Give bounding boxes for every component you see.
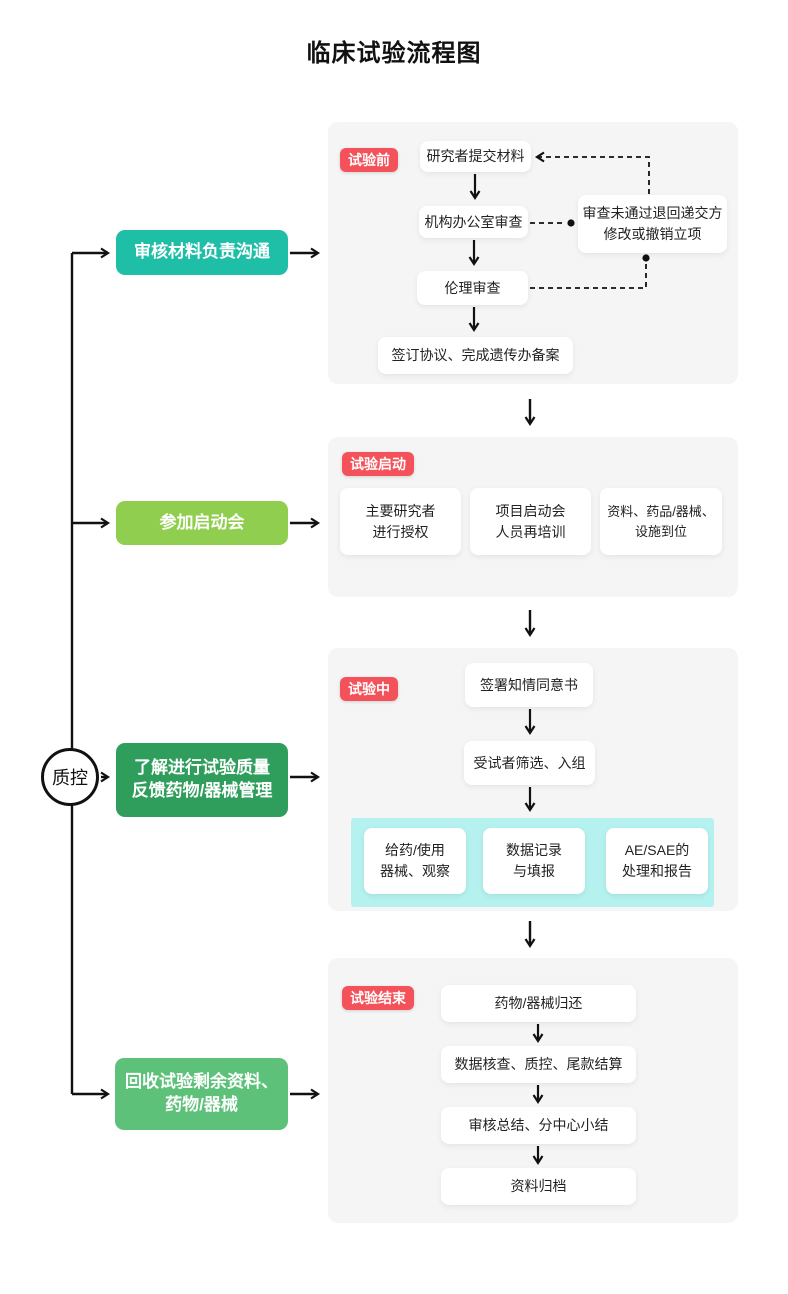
qc-circle-label: 质控 [52,768,88,788]
node-kickoff-training: 项目启动会 人员再培训 [470,488,591,555]
badge-trial-start: 试验启动 [342,452,414,476]
qc-item-recycle-materials: 回收试验剩余资料、 药物/器械 [115,1058,288,1130]
node-data-recording: 数据记录 与填报 [483,828,585,894]
node-ethics-review: 伦理审查 [417,271,528,305]
qc-to-panel-arrows [290,247,321,1100]
node-review-rejected: 审查未通过退回递交方 修改或撤销立项 [578,195,727,253]
node-ae-sae-handling: AE/SAE的 处理和报告 [606,828,708,894]
qc-circle: 质控 [41,748,99,806]
badge-trial-end: 试验结束 [342,986,414,1010]
node-archive: 资料归档 [441,1168,636,1205]
node-dosing-observation: 给药/使用 器械、观察 [364,828,466,894]
node-informed-consent: 签署知情同意书 [465,663,593,707]
qc-item-attend-kickoff: 参加启动会 [116,501,288,545]
node-office-review: 机构办公室审查 [419,206,528,238]
node-subject-enrollment: 受试者筛选、入组 [464,741,595,785]
qc-spine [70,247,111,1100]
node-submit-materials: 研究者提交材料 [420,141,531,172]
node-sign-agreement: 签订协议、完成遗传办备案 [378,337,573,374]
qc-item-trial-quality: 了解进行试验质量 反馈药物/器械管理 [116,743,288,817]
badge-in-trial: 试验中 [340,677,398,701]
qc-item-review-materials: 审核材料负责沟通 [116,230,288,275]
badge-pre-trial: 试验前 [340,148,398,172]
page-title: 临床试验流程图 [306,40,482,67]
node-data-check-payment: 数据核查、质控、尾款结算 [441,1046,636,1083]
node-drug-return: 药物/器械归还 [441,985,636,1022]
node-supplies-ready: 资料、药品/器械、 设施到位 [600,488,722,555]
node-summary-review: 审核总结、分中心小结 [441,1107,636,1144]
node-pi-authorization: 主要研究者 进行授权 [340,488,461,555]
